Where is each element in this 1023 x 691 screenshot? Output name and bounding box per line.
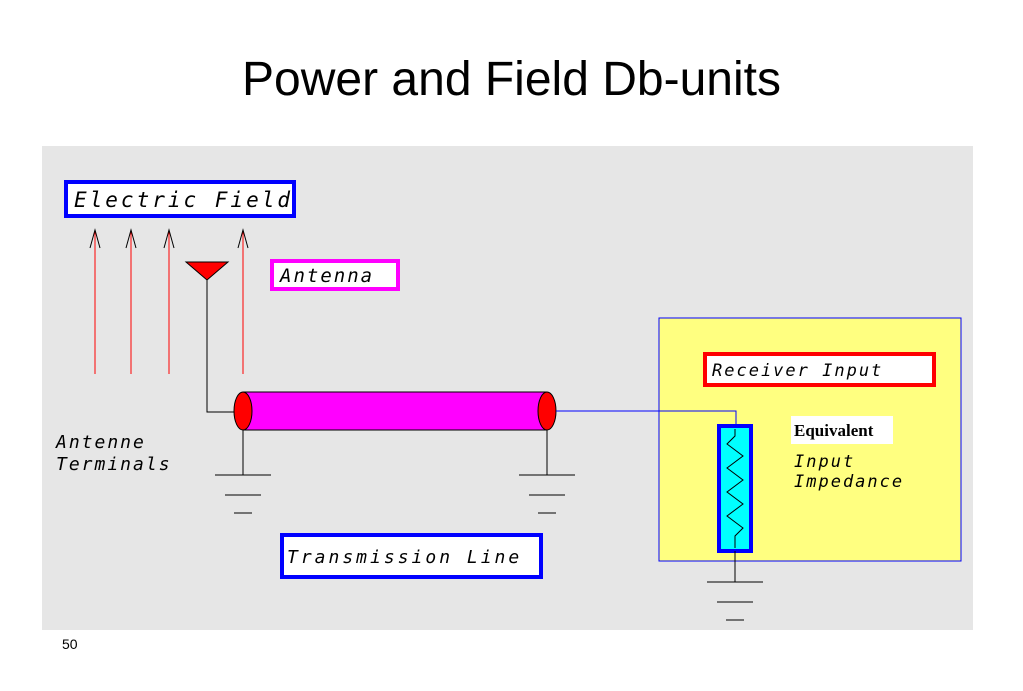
- slide-title: Power and Field Db-units: [242, 53, 781, 106]
- cable-left-end: [233, 391, 253, 431]
- electric-field-label-box: [64, 180, 296, 218]
- field-arrow-4-head: [237, 228, 249, 249]
- input-impedance-resistor-icon: [717, 424, 753, 553]
- equivalent-label: Equivalent: [794, 421, 874, 440]
- page-number: 50: [62, 636, 78, 652]
- antenna-receiver-diagram: Electric Field Antenna Antenne Terminals: [42, 146, 973, 630]
- antenna-label-box: [270, 259, 400, 291]
- electric-field-label: Electric Field: [74, 188, 293, 212]
- ground-symbol-left: [215, 430, 271, 514]
- transmission-line-label-box: [280, 533, 543, 579]
- antenna-terminals-label-line1: Antenne: [55, 432, 146, 453]
- field-arrow-1-head: [89, 228, 101, 249]
- input-impedance-label-line2: Impedance: [794, 472, 904, 492]
- receiver-input-label-box: [703, 352, 936, 387]
- ground-symbol-right: [519, 430, 575, 514]
- antenna-icon: [184, 261, 230, 281]
- cable-right-end: [537, 391, 557, 431]
- antenna-feed-wire: [206, 280, 242, 413]
- transmission-line-label: Transmission Line: [287, 547, 522, 568]
- input-impedance-label-line1: Input: [794, 452, 855, 472]
- antenna-terminals-label-line2: Terminals: [56, 454, 172, 475]
- transmission-line-cable: [233, 391, 557, 431]
- equivalent-label-bg: [791, 416, 893, 444]
- ground-symbol-receiver: [707, 551, 763, 621]
- field-arrow-2-head: [125, 228, 137, 249]
- field-arrow-3-head: [163, 228, 175, 249]
- resistor-zigzag: [726, 429, 744, 548]
- receiver-input-label: Receiver Input: [712, 361, 883, 381]
- signal-wire: [556, 410, 737, 426]
- electric-field-arrows: [89, 228, 249, 374]
- antenna-label: Antenna: [279, 265, 374, 287]
